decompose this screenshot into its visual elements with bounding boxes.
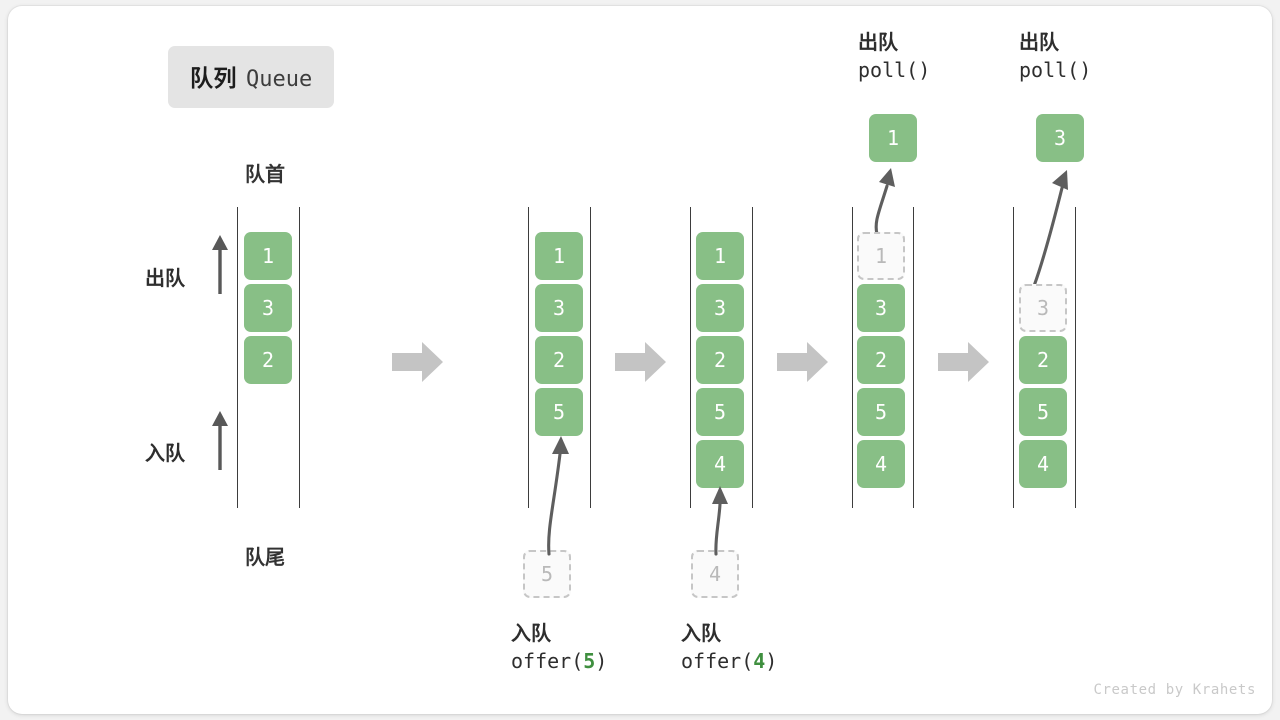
dequeue-direction-arrow-icon (212, 235, 228, 294)
queue-cell: 2 (696, 336, 744, 384)
queue-cell: 1 (857, 232, 905, 280)
queue-rail-right (590, 207, 591, 508)
caption-code: poll() (858, 57, 931, 82)
queue-rail-right (913, 207, 914, 508)
caption-cn: 入队 (511, 623, 551, 645)
offer-5-caption: 入队 offer(5) (511, 621, 607, 675)
queue-cell: 3 (696, 284, 744, 332)
polled-element: 3 (1036, 114, 1084, 162)
queue-cell: 3 (535, 284, 583, 332)
queue-cell: 3 (1019, 284, 1067, 332)
queue-rail-left (852, 207, 853, 508)
poll-3-caption: 出队 poll() (1019, 30, 1091, 84)
caption-code: poll() (1019, 57, 1092, 82)
queue-cell: 5 (857, 388, 905, 436)
enqueue-flow-arrow-icon (712, 486, 728, 556)
poll-1-caption: 出队 poll() (858, 30, 930, 84)
caption-code: offer(5) (511, 648, 608, 673)
queue-cell: 2 (1019, 336, 1067, 384)
queue-rail-left (1013, 207, 1014, 508)
step-arrow-icon (938, 342, 989, 382)
queue-cell: 2 (244, 336, 292, 384)
queue-rail-right (752, 207, 753, 508)
dequeue-direction-label: 出队 (145, 268, 185, 290)
caption-cn: 出队 (1019, 32, 1059, 54)
diagram-title-cn: 队列 (190, 65, 237, 91)
polled-element: 1 (869, 114, 917, 162)
queue-cell: 1 (244, 232, 292, 280)
queue-cell: 4 (696, 440, 744, 488)
enqueue-direction-label: 入队 (145, 443, 185, 465)
diagram-title-en: Queue (246, 67, 313, 92)
incoming-element-ghost: 5 (523, 550, 571, 598)
caption-cn: 入队 (681, 623, 721, 645)
step-arrow-icon (615, 342, 666, 382)
queue-cell: 2 (535, 336, 583, 384)
queue-rear-label: 队尾 (245, 547, 285, 569)
queue-rail-right (299, 207, 300, 508)
queue-cell: 5 (1019, 388, 1067, 436)
queue-cell: 1 (535, 232, 583, 280)
diagram-title-chip: 队列 Queue (168, 46, 335, 108)
queue-cell: 1 (696, 232, 744, 280)
watermark-credit: Created by Krahets (1093, 682, 1256, 698)
queue-cell: 3 (857, 284, 905, 332)
caption-code: offer(4) (681, 648, 778, 673)
dequeue-flow-arrow-icon (874, 168, 895, 236)
queue-cell: 4 (1019, 440, 1067, 488)
step-arrow-icon (392, 342, 443, 382)
queue-rail-left (237, 207, 238, 508)
enqueue-direction-arrow-icon (212, 411, 228, 470)
queue-rail-left (528, 207, 529, 508)
step-arrow-icon (777, 342, 828, 382)
queue-cell: 2 (857, 336, 905, 384)
enqueue-flow-arrow-icon (547, 436, 569, 556)
queue-cell: 5 (535, 388, 583, 436)
offer-4-caption: 入队 offer(4) (681, 621, 777, 675)
queue-front-label: 队首 (245, 164, 285, 186)
queue-cell: 5 (696, 388, 744, 436)
queue-rail-left (690, 207, 691, 508)
queue-cell: 4 (857, 440, 905, 488)
dequeue-flow-arrow-icon (1032, 170, 1068, 288)
queue-rail-right (1075, 207, 1076, 508)
incoming-element-ghost: 4 (691, 550, 739, 598)
caption-cn: 出队 (858, 32, 898, 54)
queue-cell: 3 (244, 284, 292, 332)
